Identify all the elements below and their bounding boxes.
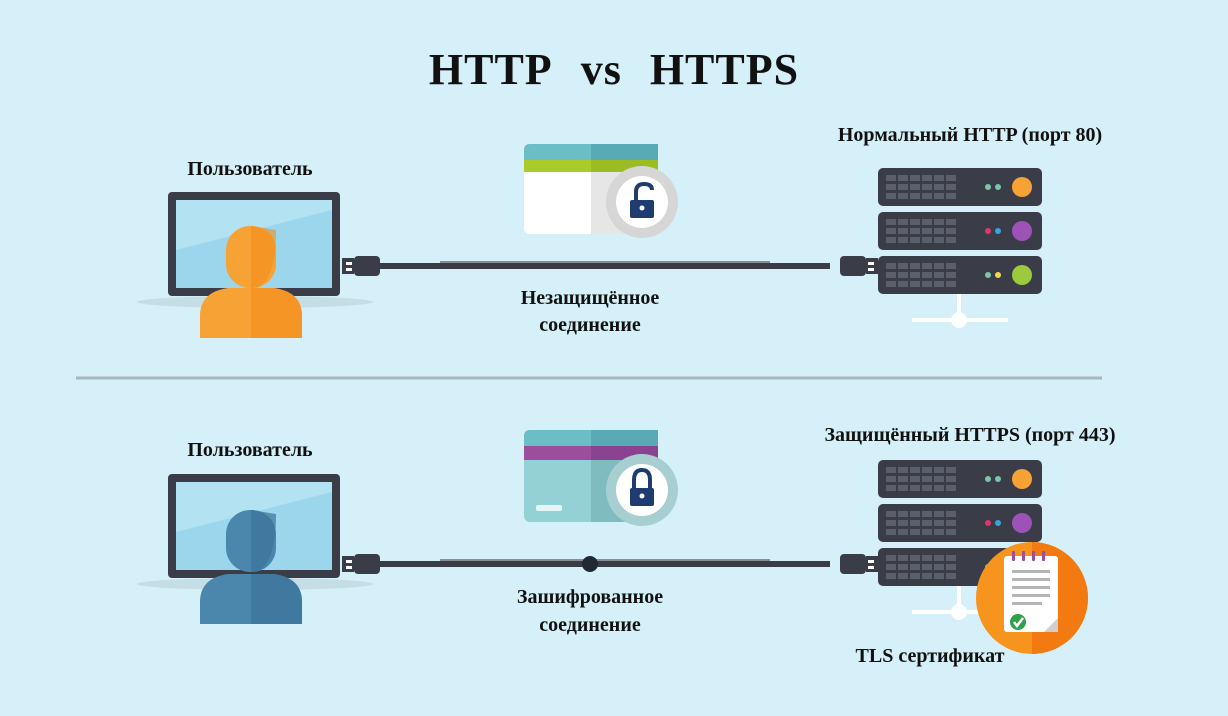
https-server-label: Защищённый HTTPS (порт 443) [824, 424, 1116, 446]
http-cable [342, 256, 878, 276]
title-vs: vs [580, 45, 622, 94]
title-http: HTTP [428, 45, 553, 94]
http-user-icon [200, 226, 302, 338]
http-server-label: Нормальный HTTP (порт 80) [837, 124, 1103, 146]
https-cable [342, 554, 878, 574]
https-server-rack [878, 460, 1042, 620]
title-https: HTTPS [649, 45, 800, 94]
https-connection-label-line1: Зашифрованное [516, 586, 664, 608]
https-connection-label-line2: соединение [539, 614, 641, 636]
lock-window-icon [524, 430, 678, 526]
page-title: HTTP vs HTTPS [0, 44, 1228, 95]
http-user-label: Пользователь [187, 158, 313, 180]
http-server-rack [878, 168, 1042, 328]
tls-certificate-label: TLS сертификат [855, 645, 1005, 667]
http-connection-label-line2: соединение [539, 314, 641, 336]
http-connection-label-line1: Незащищённое [520, 287, 660, 309]
tls-certificate-icon [976, 542, 1088, 654]
open-lock-window-icon [524, 144, 678, 238]
https-user-label: Пользователь [187, 439, 313, 461]
https-user-icon [200, 510, 302, 624]
